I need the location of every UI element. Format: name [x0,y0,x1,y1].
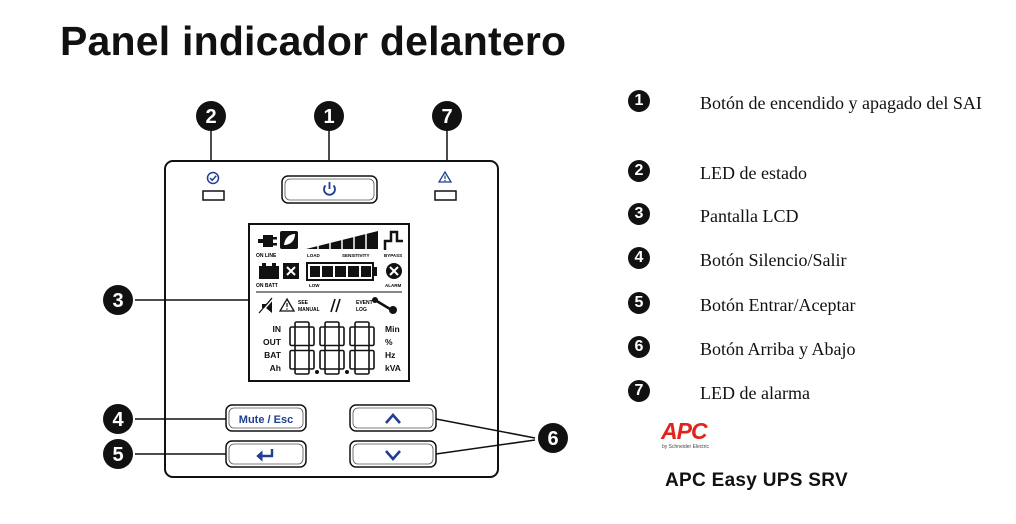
chevron-up-icon [385,413,401,424]
lcd-label-min: Min [385,324,400,334]
svg-text:SEE: SEE [298,300,309,306]
svg-text:2: 2 [205,106,216,128]
svg-text:5: 5 [112,444,123,466]
lcd-screen: ON LINE LOAD SENSITIVITY BYPASS ON BATT [248,223,410,382]
down-button[interactable] [349,440,437,468]
svg-text:ON BATT: ON BATT [256,283,278,289]
lcd-decimal-point [345,370,349,374]
apc-logo: APC by Schneider Electric [660,418,709,450]
lcd-label-in: IN [273,324,282,334]
callout-3: 3 [103,285,133,315]
callout-4: 4 [103,404,133,434]
page-title: Panel indicador delantero [60,18,567,64]
power-icon [323,182,336,196]
legend-number-badge: 4 [628,247,650,269]
callout-5: 5 [103,439,133,469]
svg-text:ALARM: ALARM [385,283,401,288]
lcd-label-percent: % [385,337,393,347]
alarm-led [434,170,457,201]
svg-text:LOG: LOG [356,307,367,313]
bypass-icon [383,230,403,250]
lcd-label-out: OUT [263,337,282,347]
alarm-x-icon [386,263,402,279]
seven-segment-display [289,321,375,375]
warning-triangle-icon [437,170,453,183]
status-led [202,171,225,201]
apc-logo-tagline: by Schneider Electric [662,444,709,450]
legend-text: Botón de encendido y apagado del SAI [700,93,982,113]
slash-separator [330,298,341,313]
legend-text: LED de alarma [700,383,810,403]
legend-text: Botón Silencio/Salir [700,250,847,270]
svg-text:LOAD: LOAD [307,253,320,258]
callout-2: 2 [196,101,226,131]
lcd-digit [289,321,319,375]
mute-esc-label: Mute / Esc [239,414,293,426]
callout-7: 7 [432,101,462,131]
apc-logo-text: APC [660,418,708,444]
enter-button[interactable] [225,440,307,468]
legend-number-badge: 6 [628,336,650,358]
chevron-down-icon [385,450,401,461]
svg-text:ON LINE: ON LINE [256,253,277,259]
svg-text:7: 7 [441,106,452,128]
svg-text:EVENT: EVENT [356,300,373,306]
mute-speaker-icon [258,297,274,315]
legend-text: Botón Entrar/Aceptar [700,295,856,315]
lcd-digit [349,321,375,375]
wrench-icon [372,297,397,314]
legend-number-badge: 1 [628,90,650,112]
legend-text: LED de estado [700,163,807,183]
svg-text:SENSITIVITY: SENSITIVITY [342,253,370,258]
up-button[interactable] [349,404,437,432]
front-panel-diagram: 2 1 7 3 4 5 6 [103,101,568,478]
svg-text:3: 3 [112,290,123,312]
svg-text:BYPASS: BYPASS [384,253,402,258]
mute-esc-button[interactable]: Mute / Esc [225,404,307,432]
see-manual-warning-icon [278,297,296,312]
lcd-label-kva: kVA [385,363,401,373]
callout-6: 6 [538,423,568,453]
enter-arrow-icon [256,449,274,462]
lcd-label-ah: Ah [270,363,281,373]
lcd-digit [319,321,349,375]
battery-level-bar [306,262,377,281]
check-circle-icon [206,171,220,185]
lcd-label-bat: BAT [264,350,282,360]
leaf-icon [280,231,298,249]
legend-number-badge: 3 [628,203,650,225]
svg-text:6: 6 [547,428,558,450]
power-button[interactable] [281,175,378,204]
legend-text: Pantalla LCD [700,206,799,226]
legend-number-badge: 2 [628,160,650,182]
load-bar [306,231,378,249]
lcd-decimal-point [315,370,319,374]
svg-text:MANUAL: MANUAL [298,307,320,313]
plug-icon [258,235,277,247]
battery-fault-icon [283,263,299,279]
battery-icon [259,263,279,279]
svg-text:LOW: LOW [309,283,320,288]
lcd-label-hz: Hz [385,350,395,360]
callout-1: 1 [314,101,344,131]
legend-number-badge: 7 [628,380,650,402]
svg-text:4: 4 [112,409,124,431]
product-name: APC Easy UPS SRV [665,470,848,491]
svg-text:1: 1 [323,106,334,128]
legend-number-badge: 5 [628,292,650,314]
legend-text: Botón Arriba y Abajo [700,339,856,359]
